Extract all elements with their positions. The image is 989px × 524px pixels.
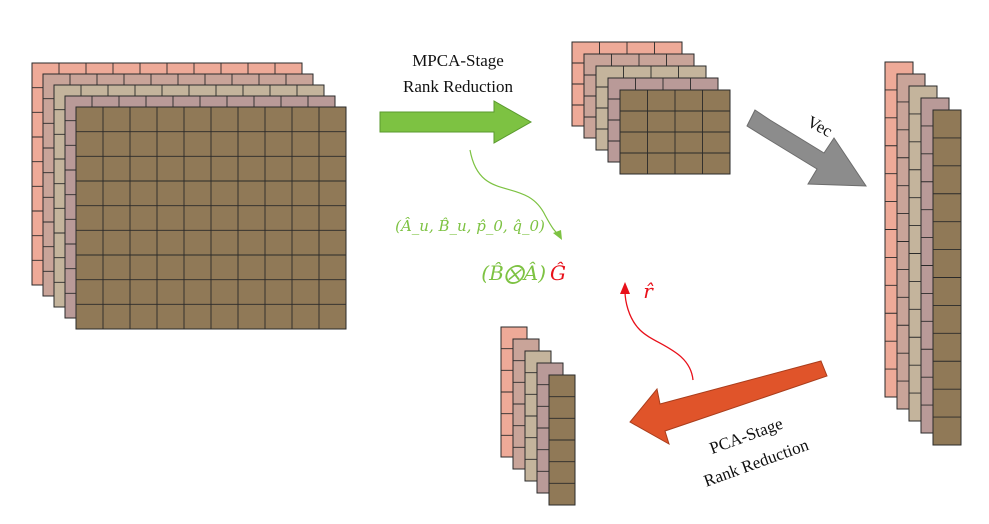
mpca-label-line2: Rank Reduction (403, 77, 514, 96)
reduced-tensor-slice (619, 89, 731, 175)
g-hat-term: Ĝ (550, 260, 566, 285)
kronecker-product-label: (B̂⨂Â)Ĝ (481, 260, 566, 285)
red-curved-arrowhead (620, 282, 630, 294)
mpca-label-line1: MPCA-Stage (412, 51, 504, 70)
large-tensor-stack (31, 62, 347, 330)
green-curved-arrowhead (553, 230, 562, 240)
vectorized-stack (884, 61, 962, 446)
r-hat-label: r̂ (643, 279, 654, 303)
vectorized-slice (932, 109, 962, 446)
vec-arrow: Vec (746, 109, 867, 187)
large-tensor-slice (75, 106, 347, 330)
estimated-parameters-label: (Â_u, B̂_u, p̂_0, q̂_0) (395, 217, 545, 235)
green-curved-arrow (469, 149, 561, 237)
pca-arrow: PCA-Stage Rank Reduction (629, 360, 828, 491)
vec-label: Vec (804, 112, 836, 141)
pca-reduced-slice (548, 374, 576, 506)
mpca-arrow: MPCA-Stage Rank Reduction (379, 51, 533, 144)
reduced-tensor-stack (571, 41, 731, 175)
red-curved-arrow (624, 290, 694, 381)
kronecker-product-term: (B̂⨂Â) (481, 261, 546, 285)
pca-reduced-stack (500, 326, 576, 506)
